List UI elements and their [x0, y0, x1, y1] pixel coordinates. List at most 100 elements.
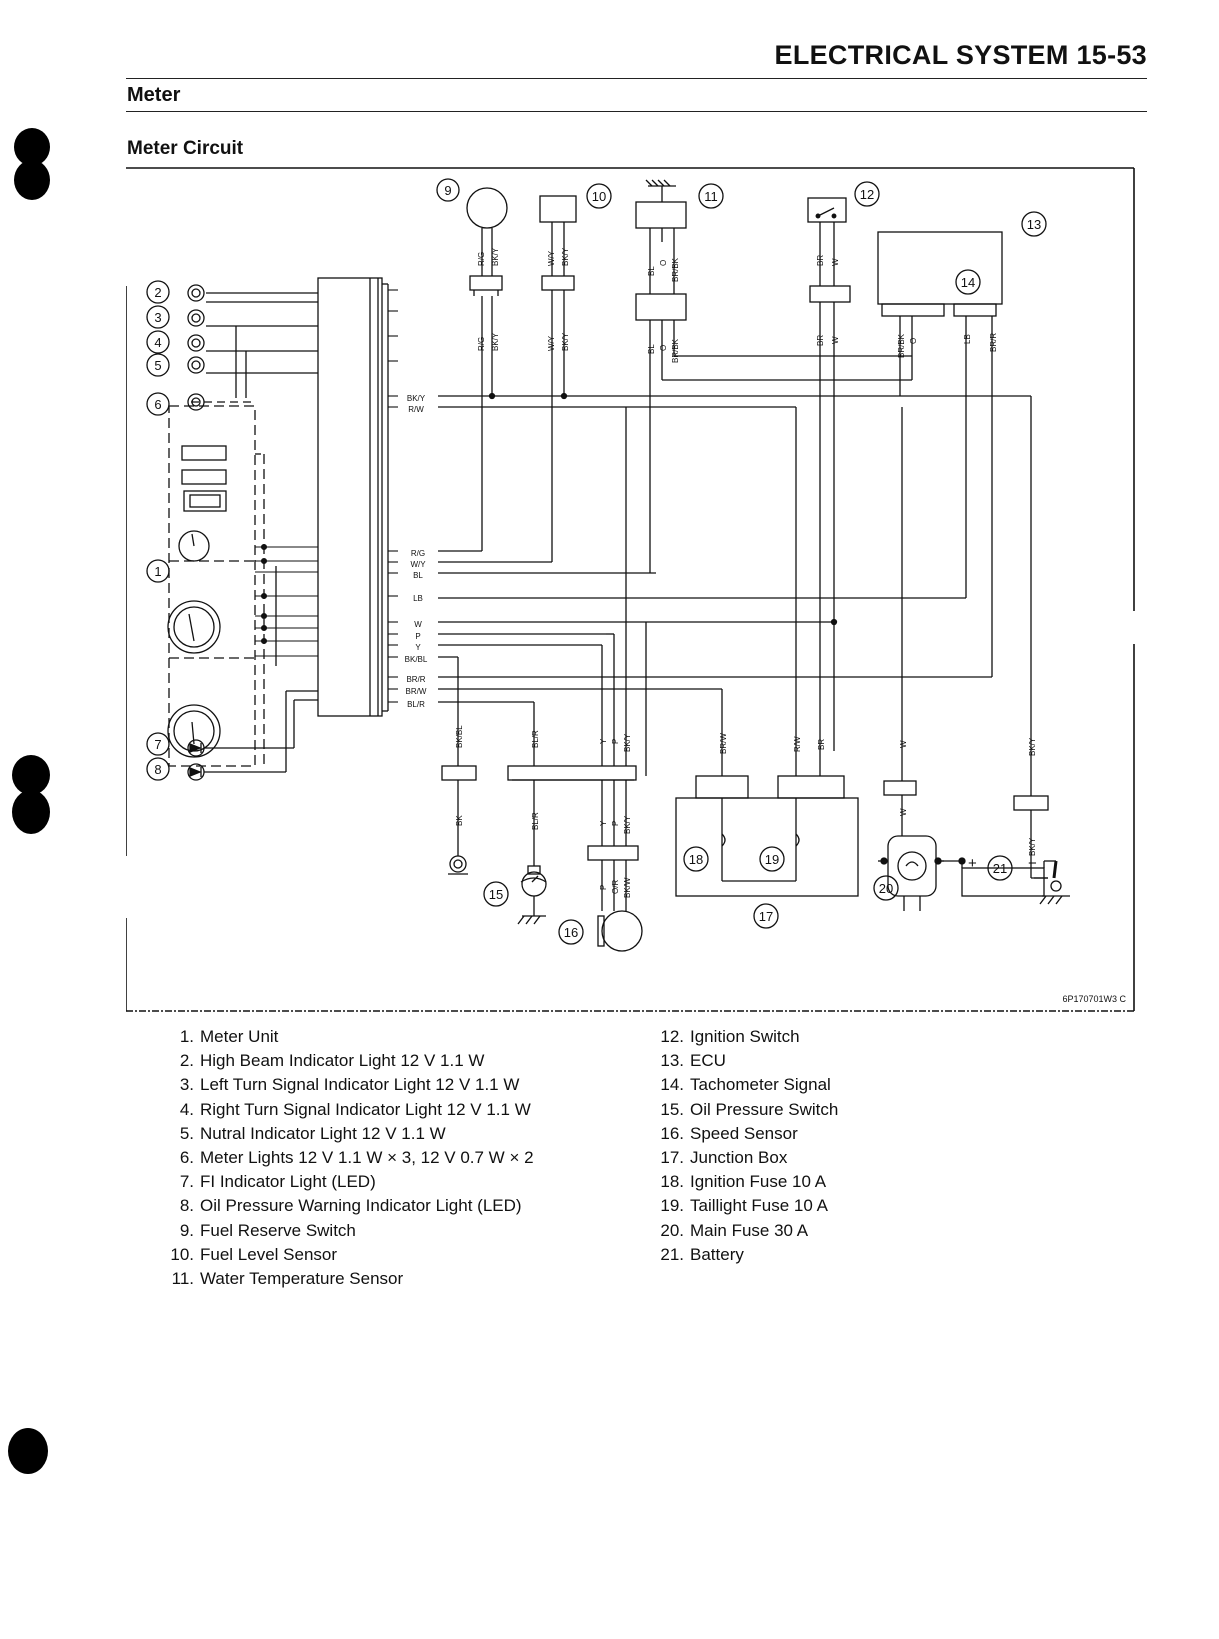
w12-label-br-top: BR: [816, 255, 825, 266]
indicator-lamps: [187, 284, 318, 411]
legend-item: 11.Water Temperature Sensor: [171, 1269, 404, 1289]
w-speed-bottom-or: O/R: [611, 880, 620, 894]
callout-21: 21: [993, 861, 1007, 876]
meter-unit: [167, 401, 265, 767]
battery-plus-sign: +: [968, 855, 977, 872]
w-oil-label-bot: BK: [455, 815, 464, 826]
section-rule: [126, 111, 1147, 112]
legend-item: 10.Fuel Level Sensor: [170, 1244, 338, 1264]
callout-11: 11: [704, 189, 718, 204]
callout-7: 7: [154, 737, 161, 752]
led-indicators: [187, 566, 318, 781]
legend-left: 1.Meter Unit 2.High Beam Indicator Light…: [160, 1025, 534, 1291]
legend-item: 13.ECU: [660, 1051, 726, 1071]
battery-terminal-signs: + −: [968, 855, 1037, 872]
w9-label-rg-bot: R/G: [477, 337, 486, 351]
w-speed-label-y-2: Y: [599, 820, 608, 826]
callout-4: 4: [154, 335, 161, 350]
fuel-level-sensor: [539, 195, 577, 562]
w10-label-bky-bot: BK/Y: [561, 332, 570, 351]
harness-wires: [438, 395, 1031, 776]
w-speed-label-bky: BK/Y: [623, 733, 632, 752]
w14-label-o: O: [909, 338, 918, 344]
w14-label-brbk: BR/BK: [897, 333, 906, 358]
legend-item: 6.Meter Lights 12 V 1.1 W × 3, 12 V 0.7 …: [179, 1148, 534, 1168]
w-speed-label-p: P: [611, 739, 620, 744]
w14-label-lb: LB: [963, 334, 972, 344]
callouts: [146, 178, 1047, 945]
callout-17: 17: [759, 909, 773, 924]
meter-label-r-g: R/G: [411, 549, 425, 558]
callout-9: 9: [444, 183, 451, 198]
w12-label-br-bot: BR: [816, 335, 825, 346]
legend-item: 20.Main Fuse 30 A: [660, 1220, 809, 1240]
legend-item: 8.Oil Pressure Warning Indicator Light (…: [179, 1196, 522, 1216]
w-speed-label-y: Y: [599, 738, 608, 744]
w10-label-wy-top: W/Y: [547, 250, 556, 266]
lower-wire-labels: BK/BL BK BL/R BL/R Y P BK/Y Y P BK/Y P O…: [455, 725, 826, 898]
callout-12: 12: [860, 187, 874, 202]
meter-label-bk-bl: BK/BL: [405, 655, 428, 664]
meter-label-bk-y: BK/Y: [407, 394, 426, 403]
water-temperature-sensor: [635, 179, 913, 573]
legend-item: 19.Taillight Fuse 10 A: [660, 1196, 828, 1216]
callout-19: 19: [765, 852, 779, 867]
legend-item: 3.Left Turn Signal Indicator Light 12 V …: [179, 1075, 520, 1095]
callout-2: 2: [154, 285, 161, 300]
battery-minus-sign: −: [1028, 855, 1037, 872]
callout-13: 13: [1027, 217, 1041, 232]
w-main-label-bot: W: [899, 808, 908, 816]
meter-label-br-w: BR/W: [406, 687, 427, 696]
callout-18: 18: [689, 852, 703, 867]
legend-right: 12.Ignition Switch 13.ECU 14.Tachometer …: [650, 1025, 838, 1267]
callout-6: 6: [154, 397, 161, 412]
w-speed-label-bky-2: BK/Y: [623, 815, 632, 834]
legend-item: 14.Tachometer Signal: [660, 1075, 831, 1095]
w-batt-label-bot: BK/Y: [1028, 837, 1037, 856]
w-main-label-top: W: [899, 740, 908, 748]
binder-hole-5: [8, 1428, 48, 1474]
w-batt-label-top: BK/Y: [1028, 737, 1037, 756]
w9-label-rg-top: R/G: [477, 252, 486, 266]
section-title: Meter: [127, 84, 181, 106]
ecu: [877, 231, 1003, 677]
battery-feed-wires: [883, 396, 1049, 879]
w11-label-bl-bot: BL: [647, 344, 656, 354]
meter-feeder-lines: [255, 543, 318, 657]
w-oil-label-top: BK/BL: [455, 725, 464, 748]
legend-item: 2.High Beam Indicator Light 12 V 1.1 W: [179, 1051, 485, 1071]
w-speed-label-p-2: P: [611, 821, 620, 826]
fuel-reserve-switch: [466, 187, 508, 551]
header-rule: [126, 78, 1147, 79]
figure-code: 6P170701W3 C: [1062, 994, 1126, 1004]
w11-label-o-top: O: [659, 260, 668, 266]
binder-hole-3: [12, 755, 50, 795]
w9-label-bky-bot: BK/Y: [491, 332, 500, 351]
callout-15: 15: [489, 887, 503, 902]
callout-10: 10: [592, 189, 606, 204]
page-header-title: ELECTRICAL SYSTEM 15-53: [774, 40, 1147, 70]
legend-item: 18.Ignition Fuse 10 A: [660, 1172, 827, 1192]
battery: [961, 860, 1070, 905]
w-speed-bottom-p: P: [599, 885, 608, 890]
ignition-switch: [807, 197, 851, 751]
meter-label-w: W: [414, 620, 422, 629]
w-fuel-pres-label-top: BL/R: [531, 730, 540, 748]
legend-item: 4.Right Turn Signal Indicator Light 12 V…: [179, 1099, 531, 1119]
binder-hole-4: [12, 790, 50, 834]
meter-wire-labels: BK/Y R/W R/G W/Y BL LB W P Y BK/BL BR/R …: [405, 394, 428, 709]
callout-20: 20: [879, 881, 893, 896]
meter-tick-marks: [388, 289, 398, 703]
battery-wire-labels: BK/Y BK/Y W W: [899, 737, 1037, 856]
legend-item: 16.Speed Sensor: [660, 1123, 798, 1143]
meter-label-bl-r: BL/R: [407, 700, 425, 709]
callout-1: 1: [154, 564, 161, 579]
w10-label-wy-bot: W/Y: [547, 335, 556, 351]
meter-label-lb: LB: [413, 594, 423, 603]
callout-14: 14: [961, 275, 975, 290]
ignition-wire-labels: BR W BR W: [816, 255, 840, 346]
w-jb-label-brw: BR/W: [719, 733, 728, 754]
ecu-wire-labels: BR/BK O LB BR/R: [897, 333, 998, 358]
callout-8: 8: [154, 762, 161, 777]
w-jb-label-br: BR: [817, 739, 826, 750]
